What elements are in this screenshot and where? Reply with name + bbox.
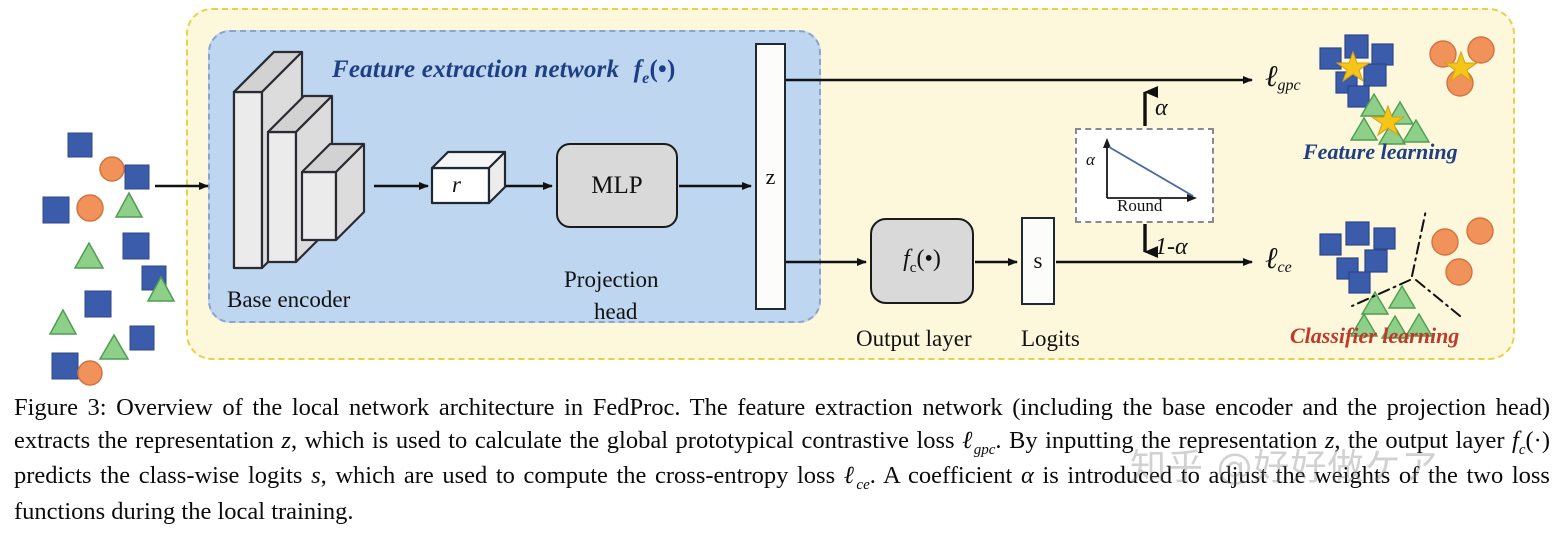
watermark-text: 知乎 @好好做ケア bbox=[1130, 447, 1439, 488]
fen-title-arg: (•) bbox=[649, 56, 676, 83]
feature-learning-label: Feature learning bbox=[1303, 139, 1458, 164]
projection-head-label-line1: Projection bbox=[564, 267, 659, 292]
loss-ce-symbol: ℓ bbox=[1265, 242, 1278, 275]
fen-title-sub: e bbox=[642, 70, 650, 87]
alpha-schedule-chart: α Round bbox=[1075, 128, 1214, 223]
input-square bbox=[42, 132, 167, 380]
alpha-schedule-plot bbox=[1103, 138, 1197, 202]
mlp-block: MLP bbox=[556, 143, 678, 228]
loss-ce-label: ℓce bbox=[1265, 242, 1292, 277]
output-layer-label: Output layer bbox=[856, 326, 972, 351]
r-label: r bbox=[452, 172, 461, 197]
s-label: s bbox=[1033, 248, 1043, 273]
loss-ce-sub: ce bbox=[1277, 259, 1292, 277]
fc-arg: (•) bbox=[916, 245, 941, 272]
alpha-weight-label: α bbox=[1155, 95, 1168, 121]
feature-extraction-network-title: Feature extraction network fe(•) bbox=[332, 56, 675, 88]
one-minus-alpha-weight-label: 1-α bbox=[1155, 234, 1188, 260]
input-triangle bbox=[48, 191, 176, 360]
loss-gpc-label: ℓgpc bbox=[1265, 60, 1301, 95]
z-label: z bbox=[765, 163, 776, 189]
loss-gpc-sub: gpc bbox=[1277, 77, 1301, 95]
fc-fn: f bbox=[903, 245, 910, 272]
representation-z-box: z bbox=[755, 43, 786, 310]
input-circle bbox=[76, 156, 125, 386]
alpha-chart-y-label: α bbox=[1086, 150, 1095, 169]
loss-gpc-symbol: ℓ bbox=[1265, 60, 1278, 93]
base-encoder-label: Base encoder bbox=[227, 287, 351, 312]
alpha-chart-x-label: Round bbox=[1117, 196, 1163, 215]
figure-caption: Figure 3: Overview of the local network … bbox=[14, 394, 1550, 526]
mlp-label: MLP bbox=[591, 171, 643, 199]
logits-s-box: s bbox=[1021, 217, 1055, 305]
fen-title-fn: f bbox=[633, 56, 643, 83]
logits-label: Logits bbox=[1021, 326, 1080, 351]
classifier-learning-label: Classifier learning bbox=[1290, 323, 1460, 348]
projection-head-label-line2: head bbox=[594, 299, 638, 324]
fen-title-text: Feature extraction network bbox=[332, 56, 620, 83]
fc-sub: c bbox=[909, 259, 917, 276]
output-layer-block: fc(•) bbox=[870, 218, 974, 304]
